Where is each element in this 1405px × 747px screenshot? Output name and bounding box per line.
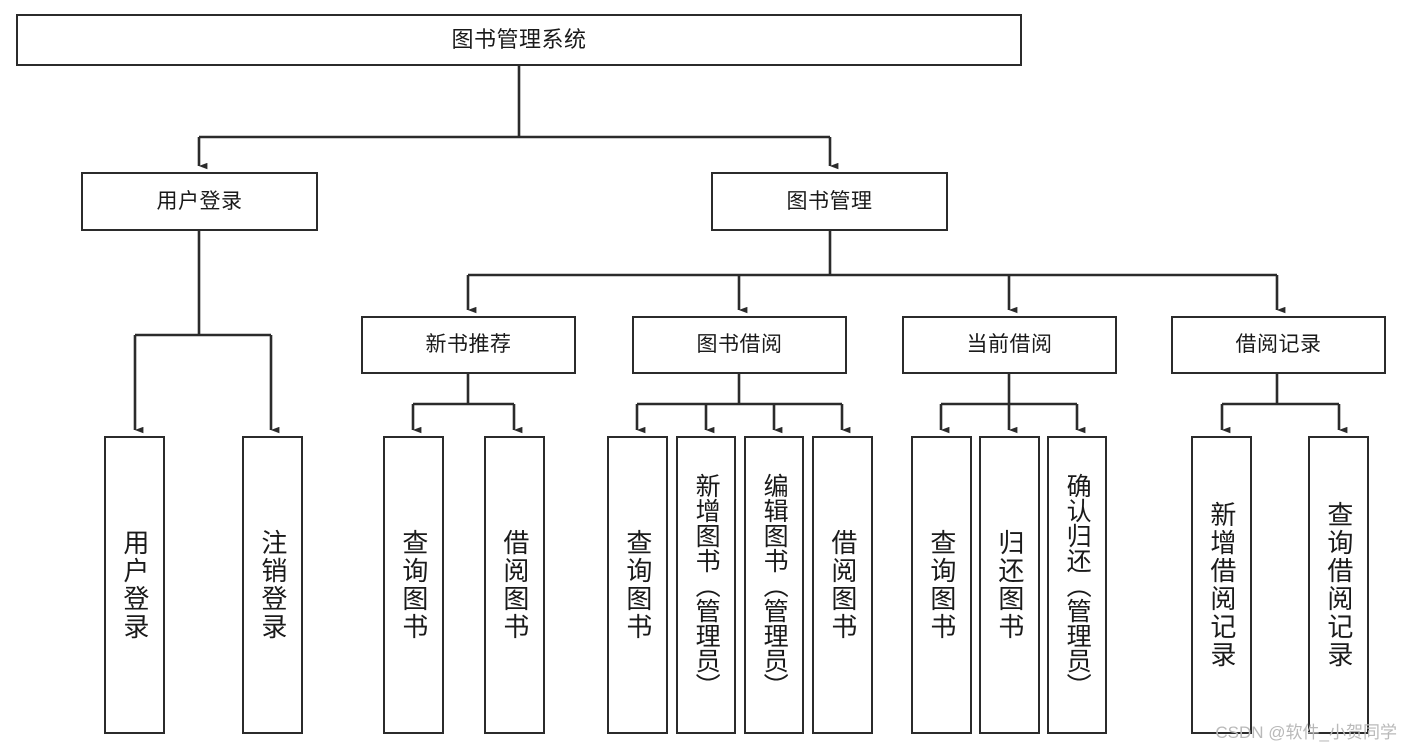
- node-leaf-confirm-return-label: 确认归还（管理员）: [1063, 472, 1092, 698]
- node-leaf-add-book[interactable]: 新增图书（管理员）: [676, 436, 736, 734]
- node-leaf-borrow-book-2-label: 借阅图书: [827, 529, 858, 641]
- node-book-borrow[interactable]: 图书借阅: [632, 316, 847, 374]
- node-leaf-add-book-label: 新增图书（管理员）: [692, 472, 721, 698]
- node-root[interactable]: 图书管理系统: [16, 14, 1022, 66]
- node-new-book-recommend[interactable]: 新书推荐: [361, 316, 576, 374]
- node-leaf-query-record[interactable]: 查询借阅记录: [1308, 436, 1369, 734]
- node-leaf-query-book-1-label: 查询图书: [398, 529, 429, 641]
- node-leaf-query-book-2-label: 查询图书: [622, 529, 653, 641]
- node-borrow-record-label: 借阅记录: [1235, 333, 1322, 357]
- node-leaf-add-record-label: 新增借阅记录: [1206, 501, 1237, 669]
- node-user-login-label: 用户登录: [156, 189, 243, 213]
- node-leaf-query-book-3-label: 查询图书: [926, 529, 957, 641]
- node-borrow-record[interactable]: 借阅记录: [1171, 316, 1386, 374]
- node-leaf-borrow-book-1-label: 借阅图书: [499, 529, 530, 641]
- node-leaf-user-login-label: 用户登录: [119, 529, 150, 641]
- node-leaf-query-book-3[interactable]: 查询图书: [911, 436, 972, 734]
- node-leaf-query-record-label: 查询借阅记录: [1323, 501, 1354, 669]
- node-leaf-user-login[interactable]: 用户登录: [104, 436, 165, 734]
- node-leaf-query-book-1[interactable]: 查询图书: [383, 436, 444, 734]
- node-book-management-label: 图书管理: [786, 189, 873, 213]
- node-leaf-query-book-2[interactable]: 查询图书: [607, 436, 668, 734]
- node-new-book-recommend-label: 新书推荐: [425, 333, 512, 357]
- node-leaf-edit-book[interactable]: 编辑图书（管理员）: [744, 436, 804, 734]
- node-leaf-borrow-book-1[interactable]: 借阅图书: [484, 436, 545, 734]
- node-leaf-borrow-book-2[interactable]: 借阅图书: [812, 436, 873, 734]
- node-book-borrow-label: 图书借阅: [696, 333, 783, 357]
- node-leaf-user-logout[interactable]: 注销登录: [242, 436, 303, 734]
- node-user-login[interactable]: 用户登录: [81, 172, 318, 231]
- watermark: CSDN @软件_小贺同学: [1215, 723, 1397, 742]
- node-leaf-add-record[interactable]: 新增借阅记录: [1191, 436, 1252, 734]
- node-root-label: 图书管理系统: [451, 26, 587, 52]
- node-current-borrow-label: 当前借阅: [966, 333, 1053, 357]
- node-book-management[interactable]: 图书管理: [711, 172, 948, 231]
- node-leaf-user-logout-label: 注销登录: [257, 529, 288, 641]
- node-current-borrow[interactable]: 当前借阅: [902, 316, 1117, 374]
- node-leaf-return-book-label: 归还图书: [994, 529, 1025, 641]
- node-leaf-confirm-return[interactable]: 确认归还（管理员）: [1047, 436, 1107, 734]
- node-leaf-edit-book-label: 编辑图书（管理员）: [760, 472, 789, 698]
- node-leaf-return-book[interactable]: 归还图书: [979, 436, 1040, 734]
